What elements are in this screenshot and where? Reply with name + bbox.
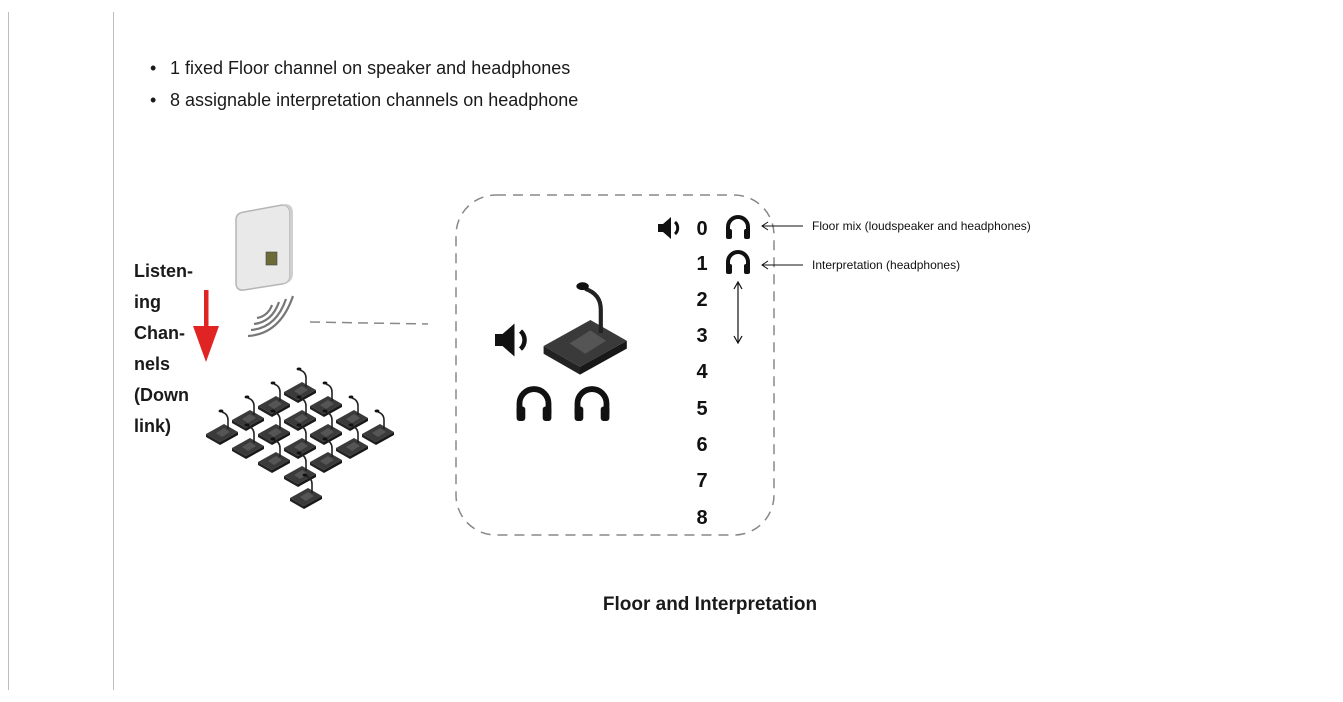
list-item: 8 assignable interpretation channels on … [150, 84, 578, 116]
channel-number: 1 [696, 253, 707, 275]
channel-number: 6 [696, 434, 707, 456]
channel-number: 4 [696, 361, 708, 383]
headphones-icon [724, 215, 752, 241]
channel-number: 2 [696, 289, 707, 311]
speaker-icon [495, 324, 525, 357]
channel-number: 7 [696, 470, 707, 492]
row-label-line: link) [134, 416, 172, 436]
left-table-border [8, 12, 9, 690]
row-header: Listen- ing Chan- nels (Down link) [134, 256, 234, 442]
delegate-units-group [205, 366, 395, 510]
annotation-floor: Floor mix (loudspeaker and headphones) [812, 219, 1031, 233]
row-label-line: ing [134, 292, 161, 312]
speaker-icon [656, 215, 680, 241]
wireless-icon [247, 295, 295, 338]
annotation-interpretation: Interpretation (headphones) [812, 258, 960, 272]
channel-box [455, 194, 775, 536]
headphones-icon [724, 250, 752, 276]
row-label-line: nels [134, 354, 171, 374]
headphones-icon [517, 389, 552, 421]
figure-caption: Floor and Interpretation [602, 594, 818, 615]
channel-number: 5 [696, 398, 707, 420]
channel-number: 0 [696, 218, 707, 240]
link-line [309, 321, 429, 325]
annotation-arrow [761, 221, 803, 270]
arrow-down [193, 290, 219, 362]
row-label-line: Listen- [134, 261, 194, 281]
list-item: 1 fixed Floor channel on speaker and hea… [150, 52, 578, 84]
channel-number: 3 [696, 325, 707, 347]
feature-list: 1 fixed Floor channel on speaker and hea… [150, 52, 578, 116]
row-label-line: (Down [134, 385, 189, 405]
delegate-unit [544, 282, 627, 374]
headphones-icon [575, 389, 610, 421]
channel-number: 8 [696, 507, 707, 529]
row-label-line: Chan- [134, 323, 185, 343]
access-point [235, 204, 293, 291]
column-divider [113, 12, 114, 690]
range-arrow [733, 280, 743, 345]
